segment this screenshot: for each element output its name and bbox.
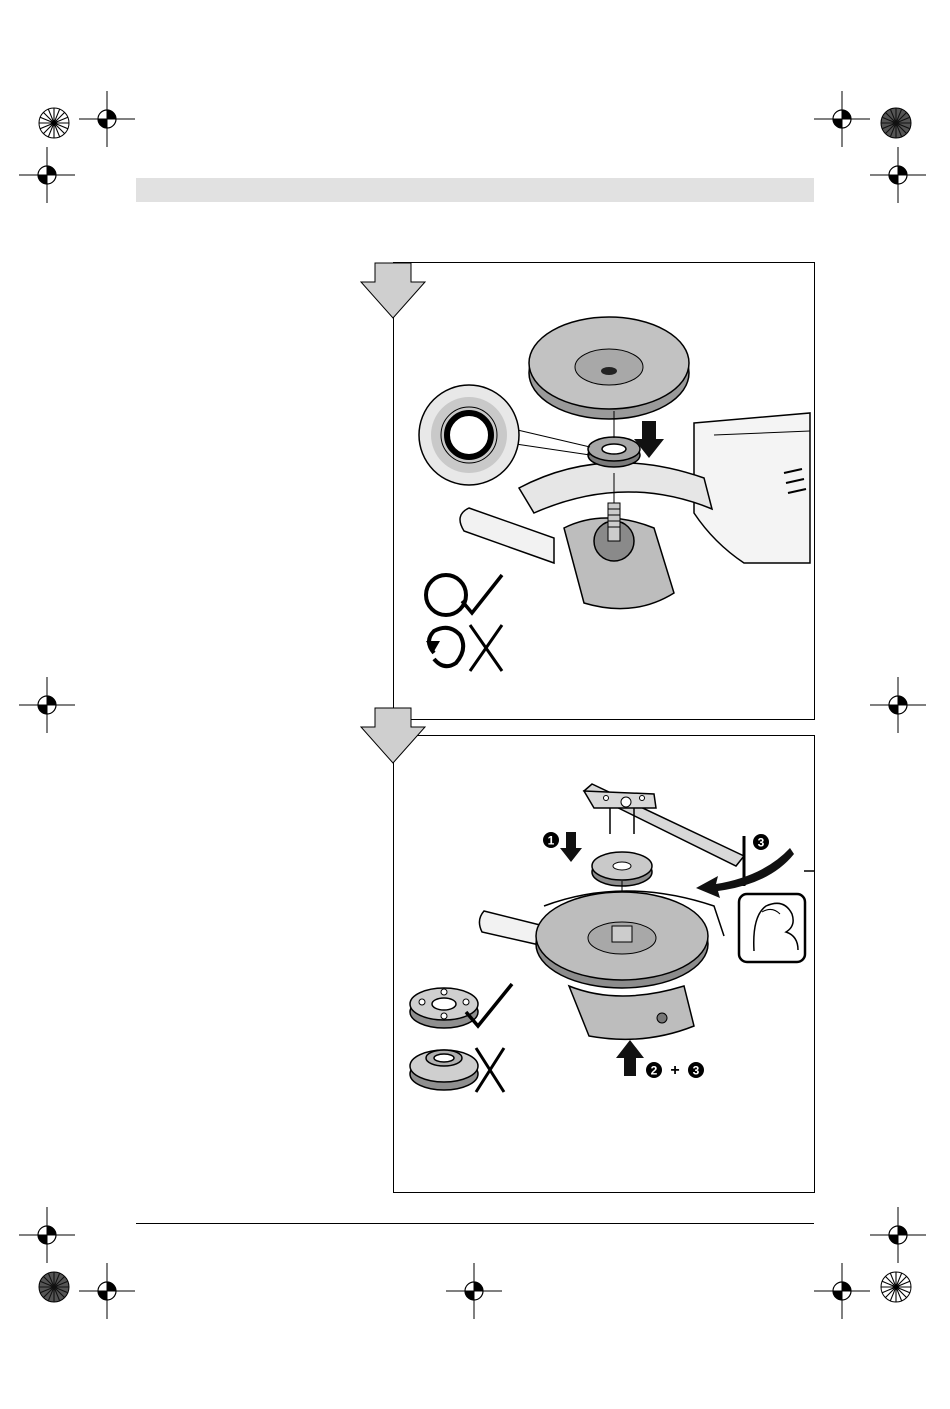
nut-wrong-cross-icon xyxy=(410,1048,504,1092)
spindle-lock-arrow-icon xyxy=(616,1040,644,1076)
svg-text:3: 3 xyxy=(693,1064,700,1078)
grinding-disc-icon xyxy=(536,892,708,988)
nut-correct-check-icon xyxy=(410,984,512,1028)
header-bar xyxy=(136,178,814,202)
svg-text:1: 1 xyxy=(548,834,555,848)
callout-1: 1 xyxy=(543,832,582,862)
hand-strength-icon xyxy=(739,894,805,962)
grinding-disc-icon xyxy=(529,317,689,419)
figure-2-illustration: 1 3 xyxy=(394,736,814,1192)
down-arrow-icon xyxy=(560,832,582,862)
figure-1-illustration xyxy=(394,263,814,719)
svg-text:3: 3 xyxy=(758,836,765,850)
callout-2-plus-3: 2 + 3 xyxy=(646,1062,704,1079)
wrong-rotation-cross-icon xyxy=(426,625,502,671)
footer-rule xyxy=(136,1223,814,1224)
svg-text:+: + xyxy=(670,1062,679,1079)
correct-rotation-check-icon xyxy=(426,575,502,615)
svg-text:2: 2 xyxy=(651,1064,658,1078)
